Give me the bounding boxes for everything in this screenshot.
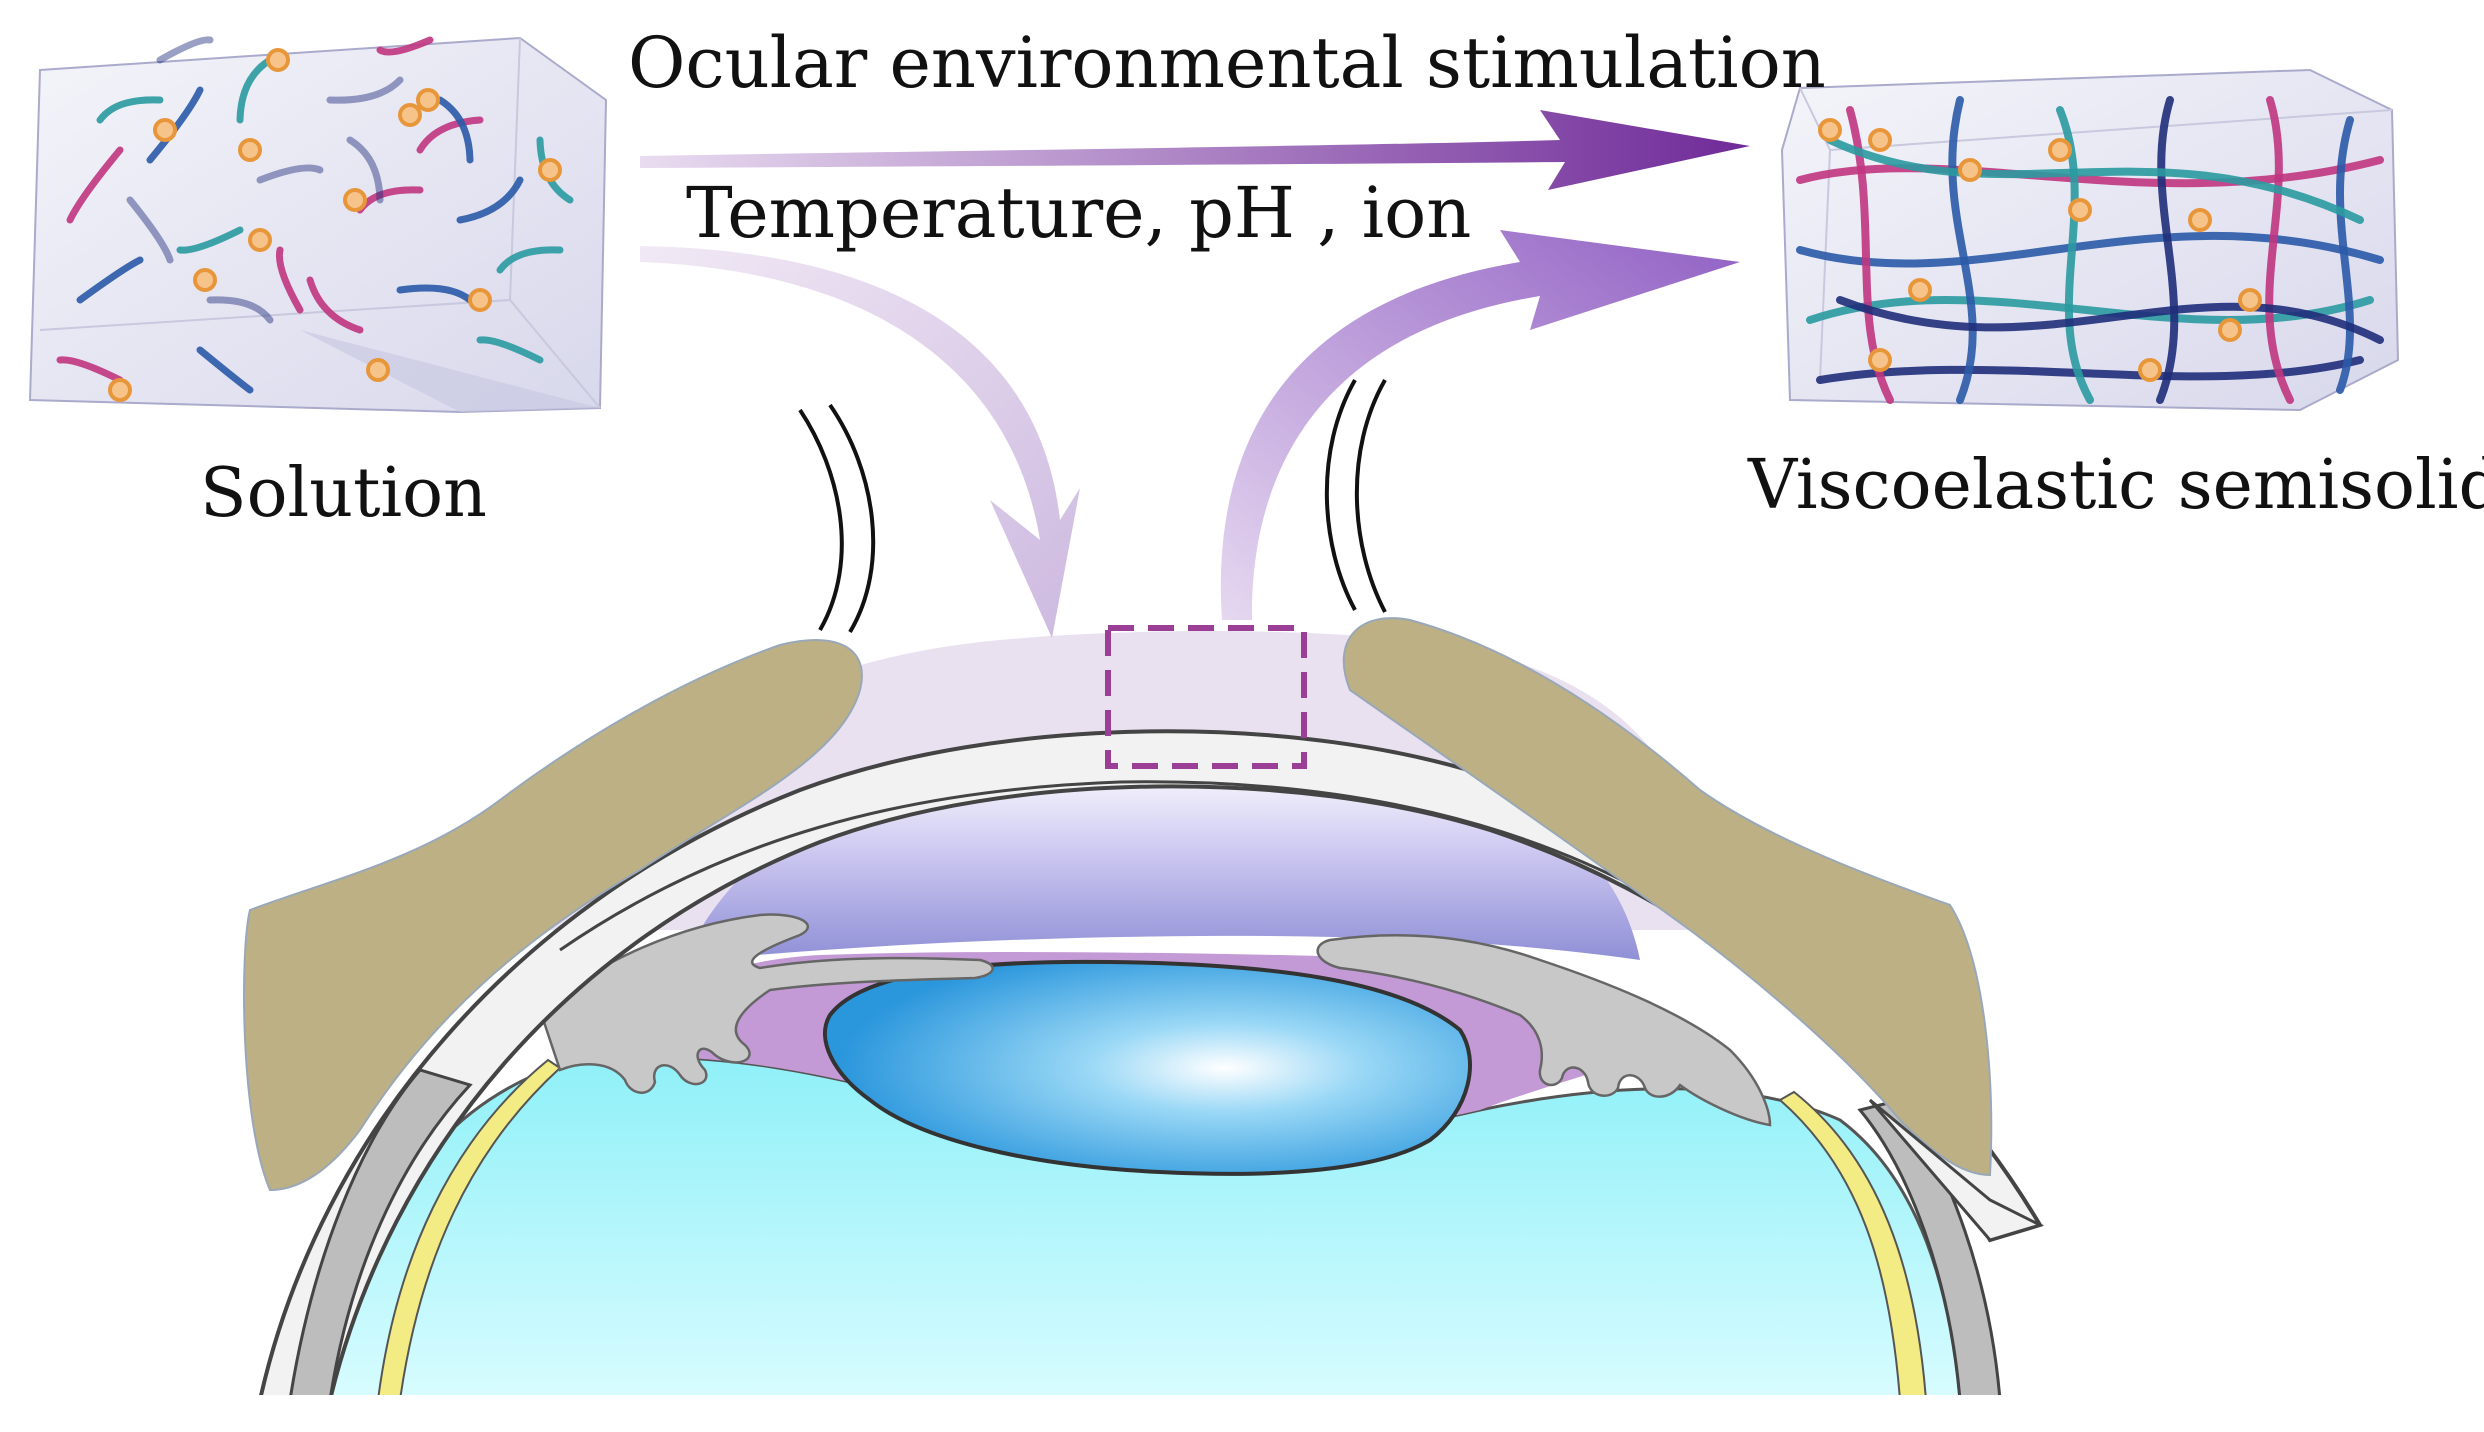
solution-fiber	[66, 146, 124, 224]
retina-right	[1778, 1090, 1927, 1395]
solution-fiber	[146, 86, 204, 164]
gel-particle	[1908, 278, 1932, 302]
eyelash-left-2	[828, 403, 876, 634]
solution-fiber	[76, 256, 144, 304]
main-transition-arrow	[640, 110, 1750, 190]
solution-particles	[108, 48, 562, 402]
solution-fiber	[396, 284, 474, 304]
solution-particle	[398, 103, 422, 127]
solution-particle	[193, 268, 217, 292]
iris-right	[1316, 933, 1772, 1127]
eye-to-gel-arrow	[1220, 230, 1740, 620]
solution-fiber	[196, 346, 254, 394]
solution-fiber	[456, 176, 524, 224]
gel-fiber	[1836, 296, 2384, 344]
solution-fiber	[256, 164, 324, 184]
solution-fiber	[306, 276, 364, 334]
gel-fiber	[1826, 136, 2364, 224]
gel-fiber	[1796, 156, 2384, 188]
solution-particle	[538, 158, 562, 182]
solution-fiber	[206, 296, 274, 324]
gel-particle	[1868, 128, 1892, 152]
solution-fiber	[326, 76, 404, 104]
gel-fiber	[2156, 96, 2179, 404]
gel-particles	[1818, 118, 2262, 382]
gel-particle	[2218, 318, 2242, 342]
eyelid-right	[1342, 617, 1993, 1177]
iris-left	[538, 913, 994, 1094]
gel-particle	[2048, 138, 2072, 162]
solution-particle	[238, 138, 262, 162]
gel-particle	[2138, 358, 2162, 382]
solution-particle	[266, 48, 290, 72]
eyelid-left	[243, 639, 863, 1192]
solution-particle	[108, 378, 132, 402]
gel-particle	[2068, 198, 2092, 222]
gel-particle	[1868, 348, 1892, 372]
solution-fiber	[436, 96, 474, 164]
solution-fiber	[156, 36, 214, 64]
solution-particle	[343, 188, 367, 212]
tear-film-zoom-box	[1105, 625, 1307, 769]
stimulation-label: Ocular environmental stimulation	[628, 22, 1826, 104]
gel-fiber	[1948, 96, 1977, 404]
solution-fiber	[346, 136, 384, 204]
eyelash-right-2	[1354, 379, 1387, 613]
gel-particle	[1818, 118, 1842, 142]
solution-fiber	[176, 226, 244, 254]
cornea-inner-line	[559, 780, 1701, 952]
gel-particle	[2188, 208, 2212, 232]
solution-fiber	[275, 246, 304, 314]
solution-fiber	[476, 336, 544, 364]
semisolid-label: Viscoelastic semisolid	[1748, 446, 2484, 525]
solution-to-eye-arrow	[640, 246, 1080, 638]
sclera-inner-left	[289, 1068, 473, 1395]
solution-fiber	[236, 56, 274, 124]
solution-particle	[153, 118, 177, 142]
solution-label: Solution	[200, 454, 487, 533]
solution-particle	[248, 228, 272, 252]
solution-fiber	[416, 116, 484, 154]
retina-left	[377, 1058, 562, 1395]
gel-fiber	[2336, 116, 2354, 394]
solution-particle	[468, 288, 492, 312]
gel-fiber	[2265, 96, 2294, 404]
crystalline-lens	[823, 959, 1472, 1176]
solution-fiber	[496, 246, 564, 274]
gel-network-cube-icon	[1780, 68, 2400, 412]
solution-fibers	[56, 36, 574, 394]
solution-particle	[366, 358, 390, 382]
lid-edge-right	[1868, 1098, 2045, 1242]
eyelash-left-1	[798, 408, 844, 631]
solution-fiber	[56, 356, 124, 384]
gel-fiber	[1806, 296, 2374, 324]
eyelash-right-1	[1324, 379, 1357, 611]
solution-fiber	[126, 196, 174, 264]
solution-cube-icon	[28, 36, 608, 414]
conditions-label: Temperature, pH , ion	[686, 172, 1472, 254]
gel-particle	[1958, 158, 1982, 182]
solution-particle	[416, 88, 440, 112]
solution-fiber	[96, 96, 164, 124]
gel-fiber	[1816, 356, 2364, 384]
eye-cross-section-icon	[243, 379, 2045, 1395]
solution-fiber	[376, 36, 434, 56]
gel-particle	[2238, 288, 2262, 312]
